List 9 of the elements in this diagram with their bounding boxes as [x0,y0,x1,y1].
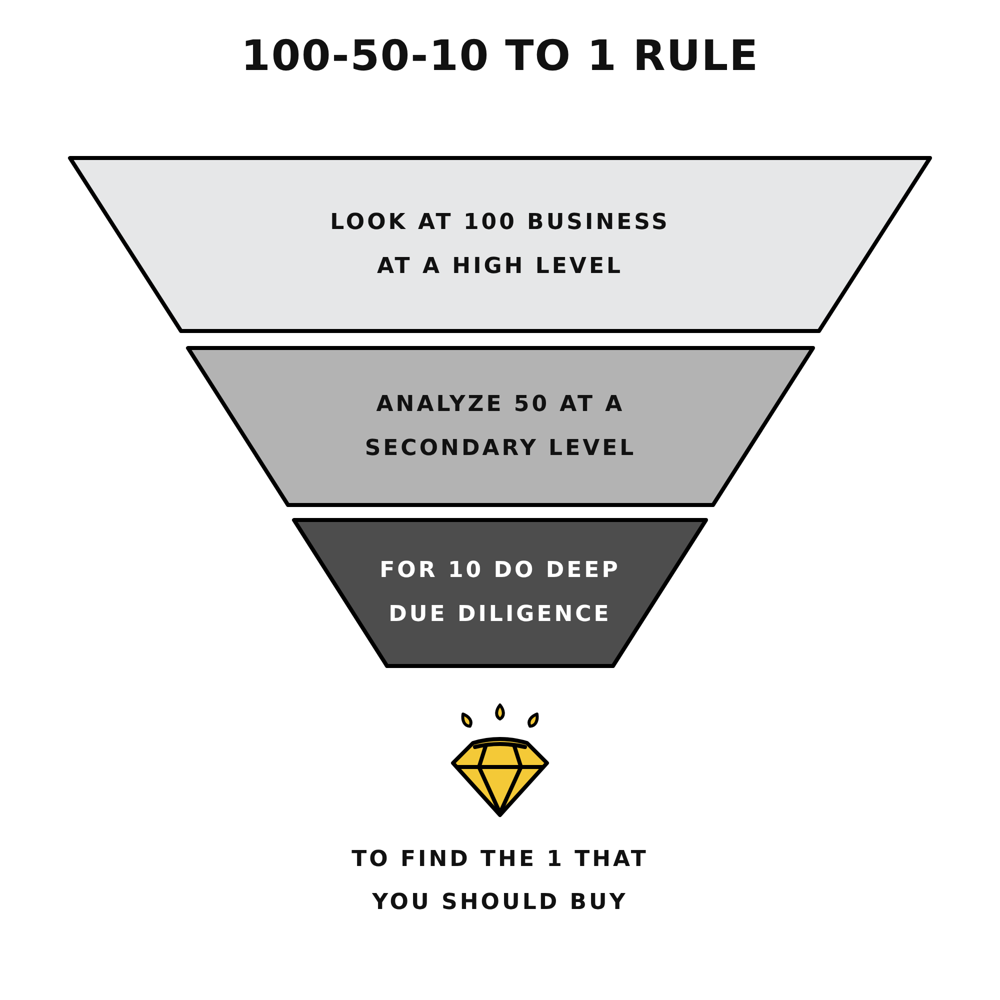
stage-label: ANALYZE 50 AT A SECONDARY LEVEL [364,390,638,462]
stage-label: FOR 10 DO DEEP DUE DILIGENCE [378,557,622,629]
funnel-stage [292,518,708,668]
funnel-stage [68,156,932,333]
funnel-stage [186,346,815,507]
stage-label: LOOK AT 100 BUSINESS AT A HIGH LEVEL [329,208,671,280]
caption-text: TO FIND THE 1 THAT YOU SHOULD BUY [350,846,650,917]
title: 100-50-10 TO 1 RULE [241,30,759,82]
gem-icon [450,703,550,818]
